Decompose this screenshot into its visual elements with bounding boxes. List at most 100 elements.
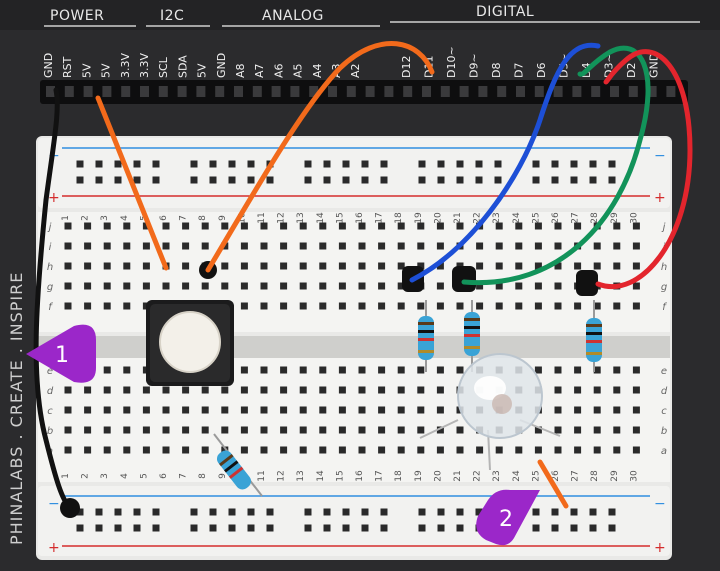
column-number-top: 30 xyxy=(629,212,639,224)
column-number-bottom: 27 xyxy=(571,470,581,481)
rail-hole xyxy=(380,524,388,532)
terminal-hole xyxy=(476,302,484,310)
resistor-3 xyxy=(586,300,602,372)
rail-hole xyxy=(247,508,255,516)
terminal-hole xyxy=(142,282,150,290)
terminal-hole xyxy=(574,426,582,434)
rail-hole xyxy=(342,508,350,516)
terminal-hole xyxy=(221,222,229,230)
pin-socket xyxy=(516,86,525,97)
pin-socket xyxy=(121,86,131,97)
rail-hole xyxy=(190,160,198,168)
terminal-hole xyxy=(221,262,229,270)
column-number-top: 10 xyxy=(237,212,247,224)
terminal-hole xyxy=(84,426,92,434)
header-i2c: I2C xyxy=(160,8,184,24)
terminal-hole xyxy=(64,262,72,270)
terminal-hole xyxy=(554,262,562,270)
terminal-hole xyxy=(84,446,92,454)
pin-socket xyxy=(215,86,225,97)
terminal-hole xyxy=(280,242,288,250)
terminal-hole xyxy=(162,446,170,454)
wire-red xyxy=(595,49,693,289)
row-letter: j xyxy=(661,222,666,233)
terminal-hole xyxy=(534,242,542,250)
pin-socket xyxy=(422,86,431,97)
push-button-cap[interactable] xyxy=(159,311,221,373)
terminal-hole xyxy=(280,426,288,434)
rail-hole xyxy=(475,160,483,168)
terminal-hole xyxy=(240,386,248,394)
rail-hole xyxy=(551,176,559,184)
rail-hole xyxy=(95,508,103,516)
terminal-hole xyxy=(358,242,366,250)
terminal-hole xyxy=(182,406,190,414)
terminal-hole xyxy=(123,366,131,374)
pin-sockets xyxy=(46,86,676,97)
column-number-bottom: 29 xyxy=(610,470,620,482)
rail-hole xyxy=(323,508,331,516)
terminal-hole xyxy=(554,406,562,414)
header-power: POWER xyxy=(50,8,104,24)
row-letter: g xyxy=(47,282,53,293)
terminal-hole xyxy=(299,222,307,230)
rail-hole xyxy=(190,508,198,516)
column-number-top: 29 xyxy=(610,212,620,224)
column-number-bottom: 8 xyxy=(198,473,208,479)
rail-hole xyxy=(551,524,559,532)
terminal-hole xyxy=(554,426,562,434)
terminal-hole xyxy=(574,446,582,454)
terminal-hole xyxy=(280,302,288,310)
column-number-bottom: 28 xyxy=(590,470,600,482)
rail-hole xyxy=(342,524,350,532)
rail-hole xyxy=(608,524,616,532)
rail-hole xyxy=(133,508,141,516)
terminal-hole xyxy=(515,282,523,290)
pin-label-left: A4 xyxy=(311,63,324,78)
column-number-bottom: 23 xyxy=(492,470,502,481)
terminal-hole xyxy=(299,366,307,374)
terminal-hole xyxy=(613,302,621,310)
terminal-hole xyxy=(260,366,268,374)
column-number-top: 7 xyxy=(179,215,189,221)
terminal-hole xyxy=(280,282,288,290)
pin-label-left: A8 xyxy=(234,63,247,78)
terminal-hole xyxy=(554,366,562,374)
terminal-hole xyxy=(299,282,307,290)
terminal-hole xyxy=(397,426,405,434)
terminal-hole xyxy=(632,386,640,394)
rail-hole xyxy=(589,524,597,532)
rail-hole xyxy=(380,508,388,516)
terminal-hole xyxy=(260,222,268,230)
terminal-hole xyxy=(319,302,327,310)
column-number-top: 2 xyxy=(81,215,91,221)
wire-blue xyxy=(409,42,601,283)
terminal-block-bottom xyxy=(38,358,670,482)
rail-hole xyxy=(494,160,502,168)
terminal-hole xyxy=(574,302,582,310)
wire-orange-long xyxy=(205,41,435,273)
row-letter: b xyxy=(47,426,53,437)
rail-hole xyxy=(266,176,274,184)
terminal-hole xyxy=(142,426,150,434)
column-number-top: 22 xyxy=(473,212,483,223)
terminal-hole xyxy=(397,386,405,394)
terminal-hole xyxy=(299,426,307,434)
terminal-hole xyxy=(417,386,425,394)
pin-socket xyxy=(628,86,638,97)
rail-hole xyxy=(437,524,445,532)
rail-hole xyxy=(323,176,331,184)
rail-hole xyxy=(418,160,426,168)
pin-label-left: 5V xyxy=(80,63,93,78)
terminal-hole xyxy=(142,222,150,230)
terminal-hole xyxy=(378,262,386,270)
terminal-hole xyxy=(221,426,229,434)
terminal-hole xyxy=(64,446,72,454)
terminal-hole xyxy=(240,446,248,454)
pin-socket xyxy=(365,86,375,97)
terminal-hole xyxy=(182,426,190,434)
callout-1-badge xyxy=(26,324,96,383)
terminal-hole xyxy=(84,302,92,310)
rail-hole xyxy=(304,508,312,516)
terminal-block-top xyxy=(38,212,670,332)
